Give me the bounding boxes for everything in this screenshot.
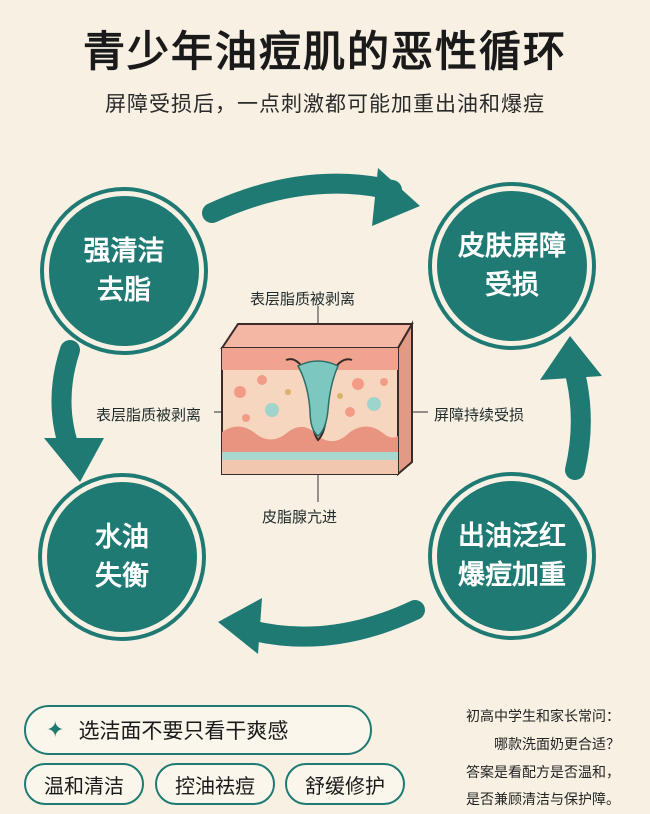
note-line-4: 是否兼顾清洁与保护障。: [466, 792, 620, 808]
cycle-step-breakout-worsen: 出油泛红 爆痘加重: [432, 476, 592, 636]
note-line-1: 初高中学生和家长常问：: [466, 709, 620, 725]
arrow-top: [202, 173, 402, 223]
advice-main-text: 选洁面不要只看干爽感: [78, 719, 289, 743]
arrow-right-head: [540, 336, 602, 380]
arrow-bottom-head: [218, 598, 262, 654]
cycle-step-barrier-damage: 皮肤屏障 受损: [432, 186, 592, 346]
arrow-top-head: [372, 168, 420, 226]
cycle-step-oil-water-imbalance: 水油 失衡: [42, 477, 202, 637]
advice-tag-soothing-repair: 舒缓修护: [285, 763, 405, 805]
skin-label-right: 屏障持续受损: [434, 406, 525, 424]
page-title: 青少年油痘肌的恶性循环: [82, 27, 567, 76]
advice-tag-gentle-cleansing: 温和清洁: [24, 763, 144, 805]
skin-label-top: 表层脂质被剥离: [250, 290, 356, 308]
note-line-2: 哪款洗面奶更合适？: [494, 737, 620, 753]
advice-tag-oil-control: 控油祛痘: [155, 763, 275, 805]
skin-label-left: 表层脂质被剥离: [96, 406, 202, 424]
advice-main-pill: ✦ 选洁面不要只看干爽感: [24, 705, 372, 755]
page-subtitle: 屏障受损后，一点刺激都可能加重出油和爆痘: [105, 92, 545, 116]
cycle-step-strong-cleansing: 强清洁 去脂: [44, 191, 204, 351]
skin-label-bottom: 皮脂腺亢进: [262, 508, 338, 526]
arrow-left-head: [44, 438, 104, 482]
note-line-3: 答案是看配方是否温和，: [466, 765, 620, 781]
arrow-bottom: [240, 600, 425, 647]
sparkle-icon: ✦: [46, 717, 65, 743]
